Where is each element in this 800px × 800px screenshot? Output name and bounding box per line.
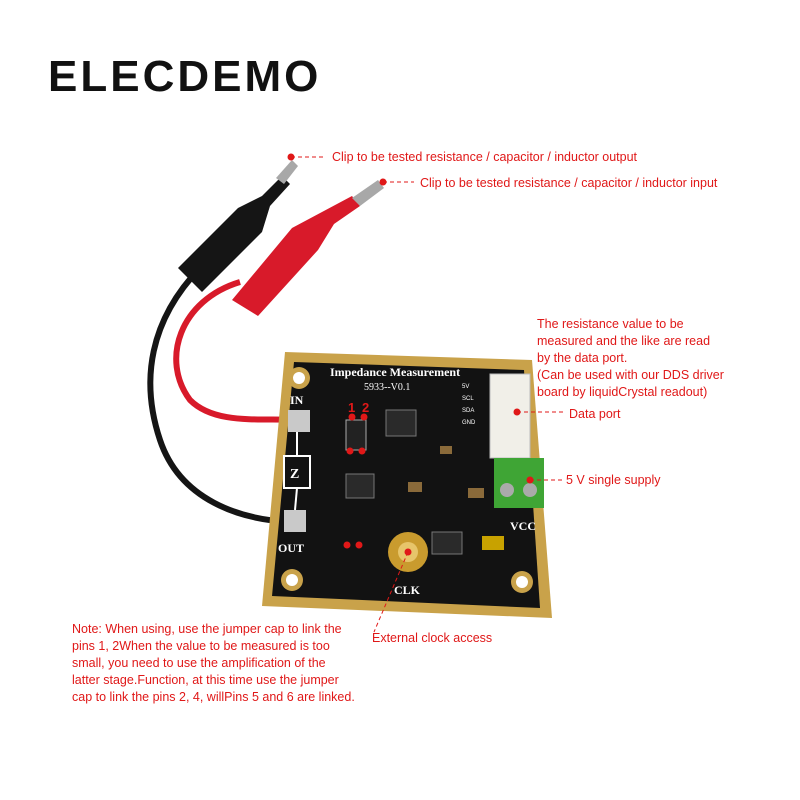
data-port-desc-line: The resistance value to be — [537, 317, 684, 331]
smd-component — [408, 482, 422, 492]
data-port-desc-line: measured and the like are read — [537, 334, 711, 348]
smd-component — [468, 488, 484, 498]
data-port-desc-line: by the data port. — [537, 351, 628, 365]
vcc-label: VCC — [510, 519, 536, 533]
power-terminal-block — [494, 458, 544, 508]
out-label: OUT — [278, 541, 304, 555]
pcb-board — [262, 352, 552, 618]
ic-chip — [385, 409, 417, 437]
ic-chip — [345, 473, 375, 499]
usage-note-line: cap to link the pins 2, 4, willPins 5 an… — [72, 690, 355, 704]
pin-5v: 5V — [462, 384, 469, 390]
jumper-header — [345, 419, 367, 451]
usage-note: Note: When using, use the jumper cap to … — [72, 621, 355, 706]
ic-chip — [431, 531, 463, 555]
out-pad — [284, 510, 306, 532]
data-port-desc-line: board by liquidCrystal readout) — [537, 385, 708, 399]
black-alligator-clip — [178, 160, 298, 292]
board-title: Impedance Measurement — [330, 365, 460, 379]
usage-note-line: Note: When using, use the jumper cap to … — [72, 622, 342, 636]
callout-data-port-description: The resistance value to be measured and … — [537, 316, 724, 401]
brand-logo: ELECDEMO — [48, 52, 322, 101]
board-version: 5933--V0.1 — [364, 382, 410, 393]
usage-note-line: latter stage.Function, at this time use … — [72, 673, 339, 687]
callout-pointers — [287, 153, 565, 633]
in-label: IN — [290, 393, 304, 407]
callout-clock: External clock access — [372, 631, 493, 645]
pin-gnd: GND — [462, 420, 476, 426]
z-label: Z — [290, 467, 299, 482]
in-pad — [288, 410, 310, 432]
data-port-desc-line: (Can be used with our DDS driver — [537, 368, 724, 382]
tantalum-capacitor — [482, 536, 504, 550]
callout-data-port: Data port — [569, 407, 621, 421]
red-wire — [173, 279, 299, 423]
usage-note-line: small, you need to use the amplification… — [72, 656, 326, 670]
usage-note-line: pins 1, 2When the value to be measured i… — [72, 639, 330, 653]
pin-scl: SCL — [462, 396, 474, 402]
jumper-number-2: 2 — [362, 400, 369, 415]
red-alligator-clip — [232, 180, 384, 316]
data-port-connector — [489, 373, 531, 459]
clk-label: CLK — [394, 583, 421, 597]
black-wire — [147, 265, 293, 525]
callout-clip-output: Clip to be tested resistance / capacitor… — [332, 150, 638, 164]
callout-clip-input: Clip to be tested resistance / capacitor… — [420, 176, 718, 190]
smd-component — [440, 446, 452, 454]
pin-sda: SDA — [462, 408, 474, 414]
callout-supply: 5 V single supply — [566, 473, 661, 487]
jumper-number-1: 1 — [348, 400, 355, 415]
